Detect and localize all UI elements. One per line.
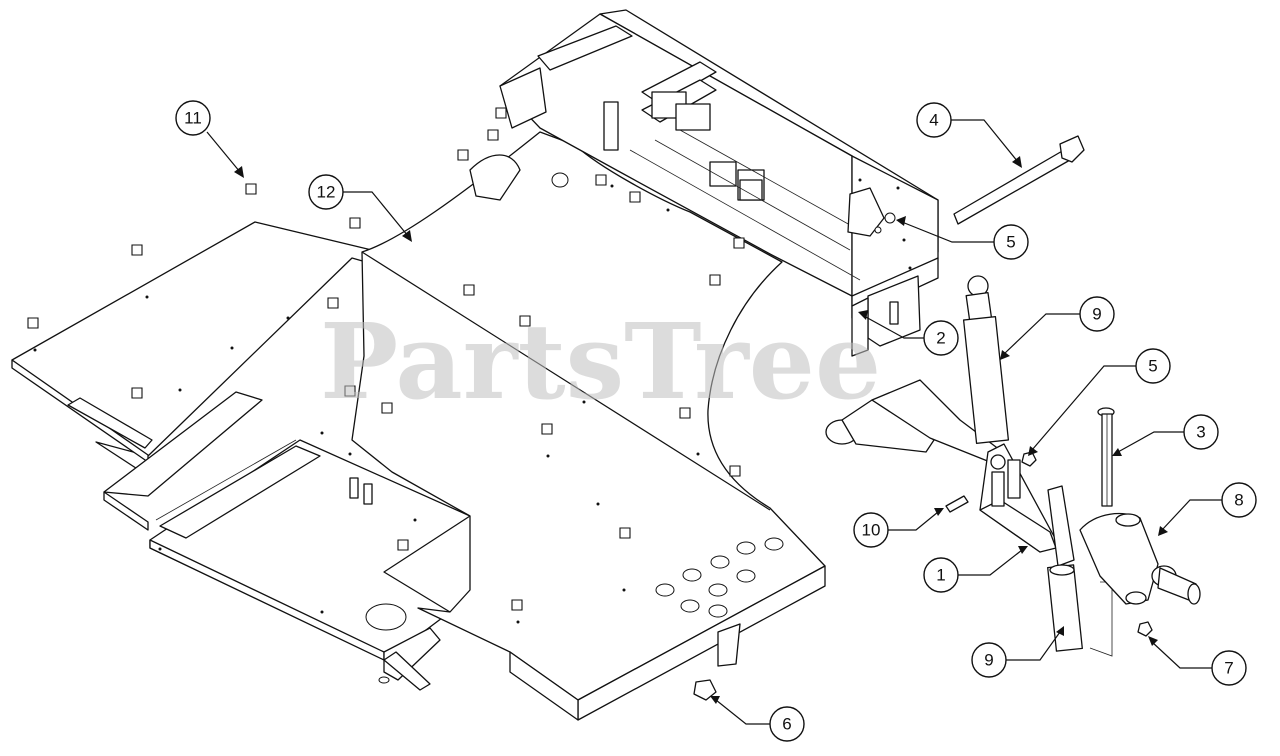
callout-circle-8 [1221, 482, 1257, 518]
vertical-bolt [1097, 407, 1115, 507]
callout-label-5a: 5 [1006, 233, 1015, 252]
callout-label-9: 9 [1092, 305, 1101, 324]
callout-label-5b: 5 [1148, 357, 1157, 376]
callout-circle-4 [916, 102, 952, 138]
front-axle [825, 379, 1075, 567]
callout-label-2: 2 [936, 329, 945, 348]
watermark: PartsTree [320, 300, 881, 423]
carriage-bolts [27, 107, 745, 611]
callout-label-1: 1 [936, 566, 945, 585]
callout-circle-3 [1183, 414, 1219, 450]
spacer-tube [1047, 564, 1113, 657]
callout-label-12: 11 [184, 109, 202, 128]
spindle [1079, 512, 1201, 605]
callout-circle-6 [769, 706, 805, 742]
long-bolt [953, 135, 1085, 225]
callouts: 11 12 4 5 2 9 5 3 [175, 100, 1257, 742]
callout-circle-2 [923, 320, 959, 356]
callout-label-8: 8 [1234, 491, 1243, 510]
callout-circle-1 [923, 557, 959, 593]
callout-label-10: 9 [984, 651, 993, 670]
floor-pan-left [11, 221, 471, 691]
callout-label-4: 4 [929, 111, 938, 130]
callout-label-6: 6 [782, 715, 791, 734]
callout-circle-11 [853, 512, 889, 548]
callout-label-7: 7 [1224, 659, 1233, 678]
callout-circle-9 [1079, 296, 1115, 332]
callout-circle-10 [971, 642, 1007, 678]
hydraulic-cylinder [962, 275, 1010, 470]
callout-circle-12 [175, 100, 211, 136]
callout-circle-13 [308, 174, 344, 210]
callout-label-3: 3 [1196, 423, 1205, 442]
floor-pan-right [351, 131, 826, 721]
callout-circle-7 [1211, 650, 1247, 686]
callout-label-11: 10 [862, 521, 881, 540]
callout-circle-5a [993, 224, 1029, 260]
callout-label-13: 12 [317, 183, 336, 202]
callout-circle-5b [1135, 348, 1171, 384]
rear-frame [469, 9, 939, 357]
nuts [693, 451, 1153, 701]
